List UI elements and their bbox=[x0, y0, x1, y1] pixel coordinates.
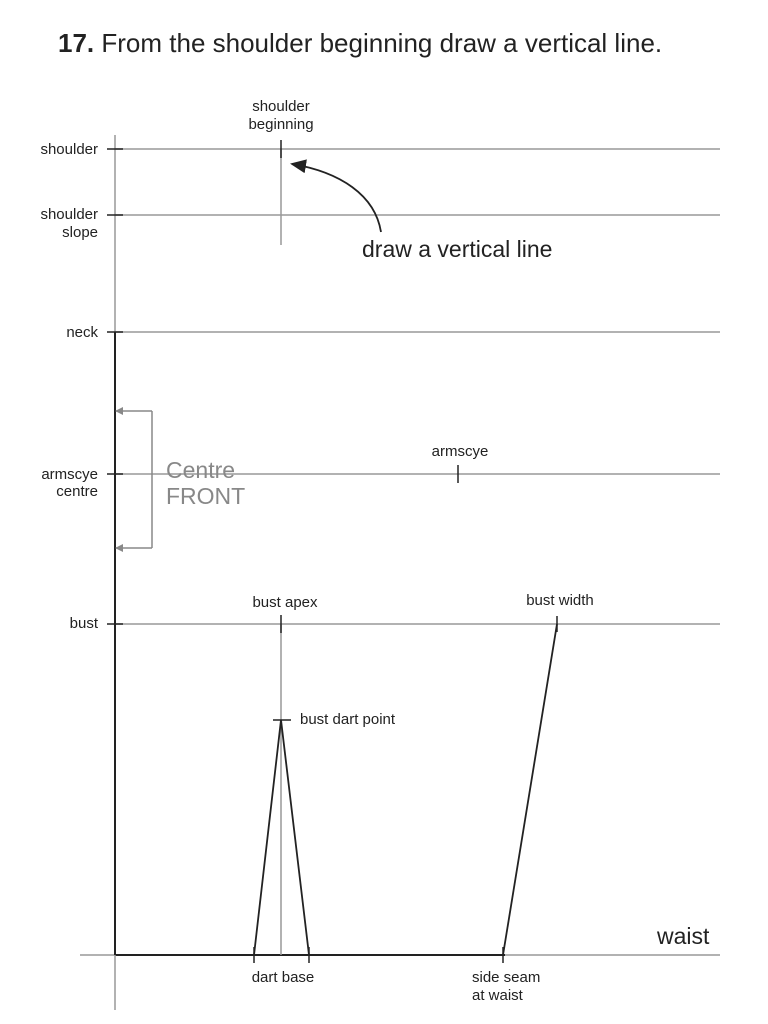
side-seam-line bbox=[502, 623, 558, 956]
level-ticks bbox=[107, 148, 123, 625]
label-bust: bust bbox=[70, 615, 99, 632]
label-side-seam-2: at waist bbox=[472, 987, 524, 1004]
label-bust-apex: bust apex bbox=[252, 594, 318, 611]
label-armscye-centre-2: centre bbox=[56, 483, 98, 500]
label-shoulder-beginning-2: beginning bbox=[248, 116, 313, 133]
label-front: FRONT bbox=[166, 483, 245, 509]
curved-arrow-icon bbox=[290, 159, 382, 233]
label-shoulder-slope-1: shoulder bbox=[40, 206, 98, 223]
dart-base-ticks bbox=[253, 947, 310, 963]
instruction-title: 17. From the shoulder beginning draw a v… bbox=[58, 28, 662, 59]
label-dart-base: dart base bbox=[252, 969, 315, 986]
label-bust-dart-point: bust dart point bbox=[300, 711, 396, 728]
label-shoulder-beginning-1: shoulder bbox=[252, 98, 310, 115]
label-neck: neck bbox=[66, 324, 98, 341]
bust-dart bbox=[253, 719, 310, 956]
label-centre: Centre bbox=[166, 457, 235, 483]
label-waist: waist bbox=[656, 923, 710, 949]
label-shoulder-slope-2: slope bbox=[62, 224, 98, 241]
label-armscye-centre-1: armscye bbox=[41, 466, 98, 483]
label-bust-width: bust width bbox=[526, 592, 594, 609]
label-side-seam-1: side seam bbox=[472, 969, 540, 986]
step-text: From the shoulder beginning draw a verti… bbox=[101, 28, 663, 58]
label-armscye: armscye bbox=[432, 443, 489, 460]
step-number: 17. bbox=[58, 28, 95, 58]
annotation-draw-vertical: draw a vertical line bbox=[362, 236, 552, 262]
label-shoulder: shoulder bbox=[40, 141, 98, 158]
